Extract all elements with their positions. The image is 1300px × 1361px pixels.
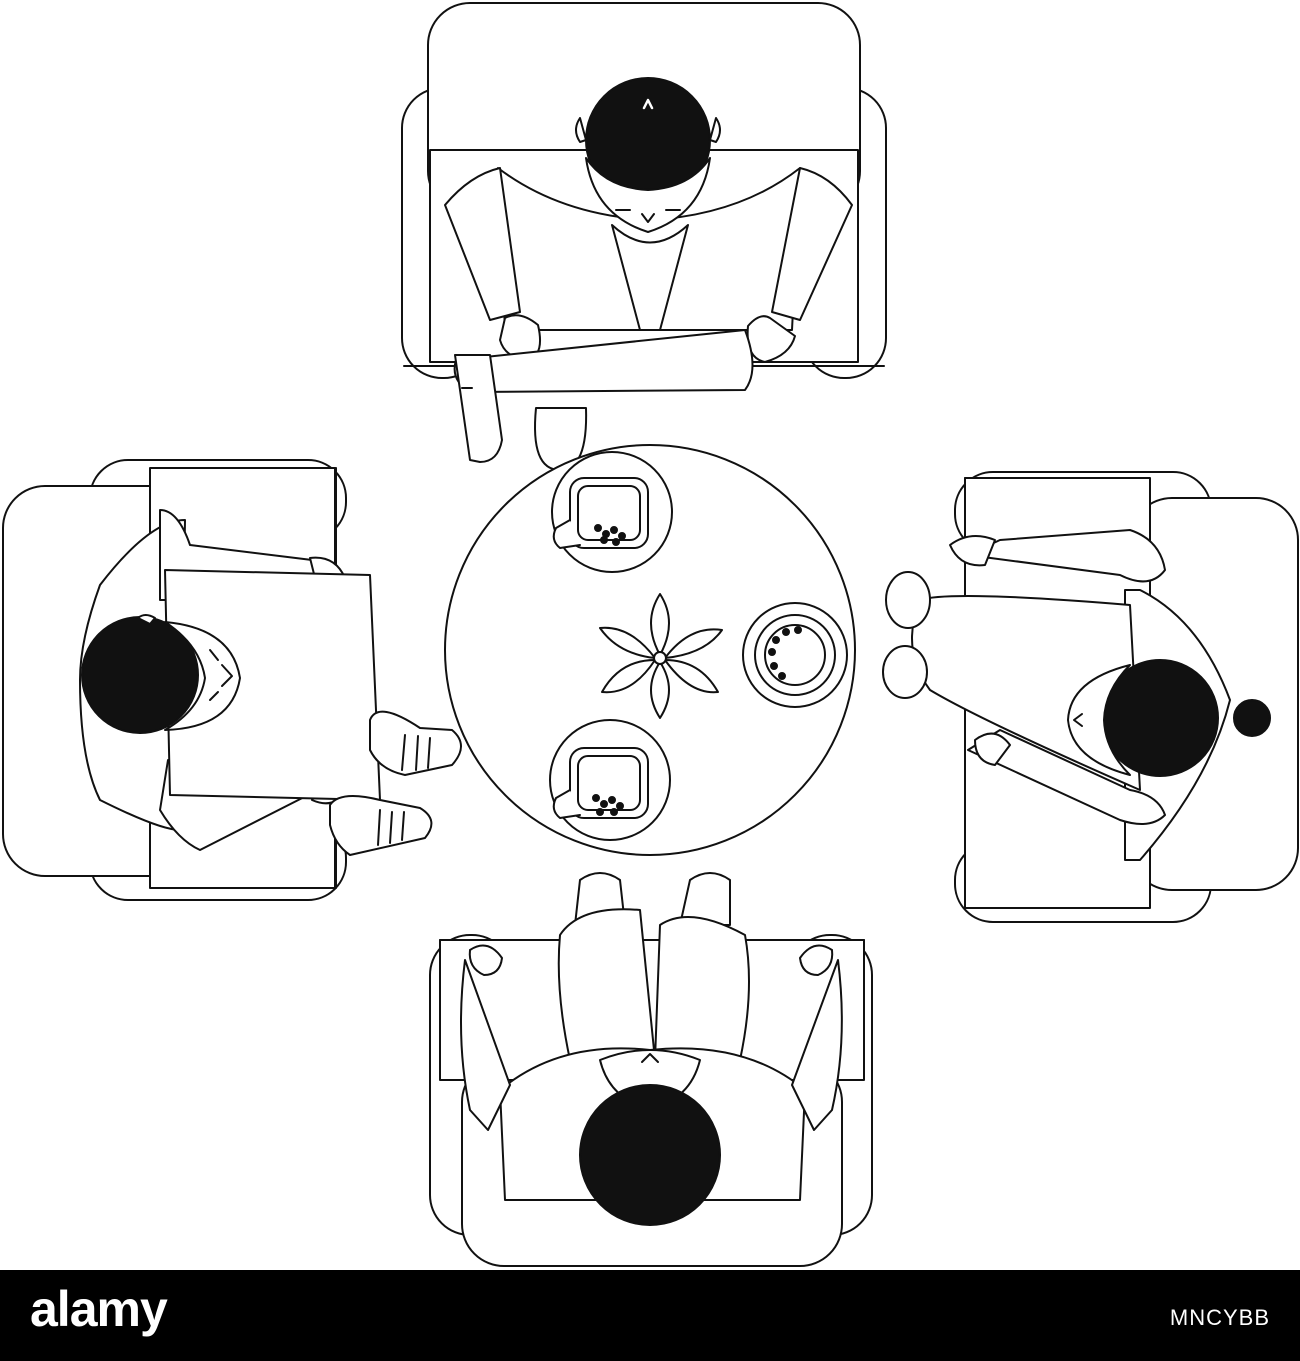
top-person — [444, 77, 853, 471]
coffee-cup-bottom — [549, 719, 671, 841]
watermark-bar: alamy MNCYBB — [0, 1270, 1300, 1361]
left-person — [79, 509, 462, 856]
image-id-label: MNCYBB — [1169, 1305, 1270, 1330]
alamy-logo: alamy — [30, 1281, 168, 1337]
coffee-cup-right — [742, 602, 848, 708]
lotus-flower — [599, 593, 723, 719]
meeting-illustration — [2, 2, 1299, 1267]
round-table — [444, 444, 856, 856]
coffee-cup-top — [551, 451, 673, 573]
right-person — [882, 529, 1271, 861]
bottom-person — [460, 872, 843, 1226]
